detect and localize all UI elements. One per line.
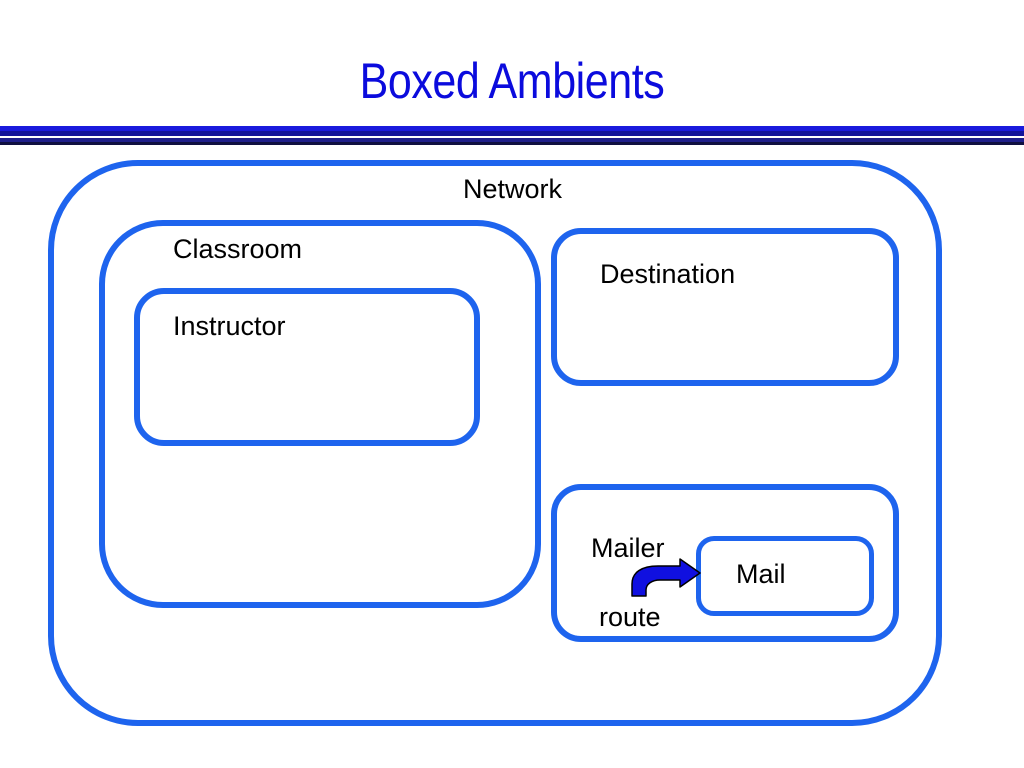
curved-arrow-icon <box>631 558 701 597</box>
title-rule-middle <box>0 131 1024 136</box>
title-rule-top <box>0 126 1024 131</box>
mail-label: Mail <box>736 559 786 589</box>
title-rule-lower <box>0 138 1024 142</box>
destination-box <box>551 228 899 386</box>
slide-title: Boxed Ambients <box>359 53 665 109</box>
route-label: route <box>599 602 661 632</box>
title-rule-bottom <box>0 142 1024 145</box>
destination-label: Destination <box>600 259 736 289</box>
mail-box <box>696 536 874 616</box>
instructor-label: Instructor <box>173 311 286 341</box>
network-label: Network <box>463 174 563 204</box>
classroom-label: Classroom <box>173 234 303 264</box>
instructor-box <box>134 288 480 446</box>
mailer-label: Mailer <box>591 533 665 563</box>
